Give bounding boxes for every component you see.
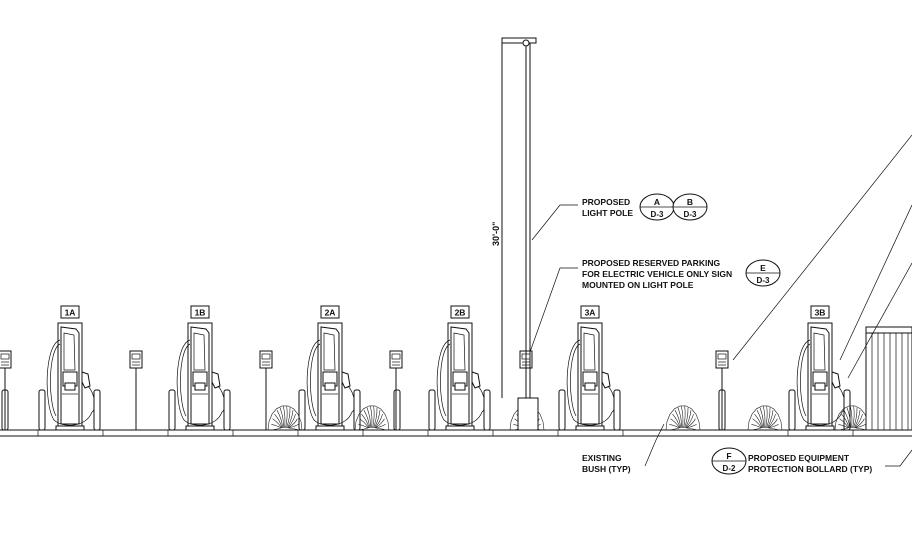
bush-callout-line-1: EXISTING — [582, 453, 622, 463]
detail-ref-b: B D-3 — [672, 193, 708, 221]
charger-1a: 1A — [46, 305, 95, 431]
bush-callout-line-2: BUSH (TYP) — [582, 464, 631, 474]
svg-text:A: A — [654, 197, 660, 207]
bollard — [168, 389, 176, 431]
ev-sign-callout-line-3: MOUNTED ON LIGHT POLE — [582, 280, 694, 290]
bollard — [428, 389, 436, 431]
charger-3b: 3B — [796, 305, 845, 431]
existing-bush — [267, 405, 303, 431]
ground-line — [0, 429, 912, 437]
charger-label: 2B — [455, 308, 466, 318]
bush-callout: EXISTING BUSH (TYP) — [582, 453, 631, 474]
existing-bush — [354, 405, 390, 431]
bollard — [38, 389, 46, 431]
charger-label: 1A — [65, 308, 76, 318]
detail-ref-e: E D-3 — [745, 259, 781, 287]
light-pole-callout-line-2: LIGHT POLE — [582, 208, 633, 218]
ev-sign — [129, 350, 143, 430]
svg-text:F: F — [726, 451, 731, 461]
ev-sign — [259, 350, 273, 430]
light-pole-callout: PROPOSED LIGHT POLE A D-3 B D-3 — [582, 193, 708, 221]
chargers-layer: 1A 1B 2A 2B 3A 3B — [46, 305, 845, 431]
ev-sign — [389, 350, 403, 430]
bollard — [558, 389, 566, 431]
bollard — [613, 389, 621, 431]
ev-sign-callout-line-2: FOR ELECTRIC VEHICLE ONLY SIGN — [582, 269, 732, 279]
bollard — [298, 389, 306, 431]
existing-bush — [747, 405, 783, 431]
bollards-layer — [1, 389, 892, 431]
bollard-callout: F D-2 PROPOSED EQUIPMENT PROTECTION BOLL… — [711, 447, 872, 475]
bollard-callout-line-2: PROTECTION BOLLARD (TYP) — [748, 464, 872, 474]
svg-text:D-3: D-3 — [651, 210, 664, 219]
charger-label: 3A — [585, 308, 596, 318]
charger-label: 1B — [195, 308, 206, 318]
charger-1b: 1B — [176, 305, 225, 431]
bollard — [788, 389, 796, 431]
charger-2b: 2B — [436, 305, 485, 431]
bollard-callout-line-1: PROPOSED EQUIPMENT — [748, 453, 850, 463]
ev-sign-callout-line-1: PROPOSED RESERVED PARKING — [582, 258, 720, 268]
equipment-enclosure — [865, 326, 912, 431]
svg-text:E: E — [760, 263, 766, 273]
ev-sign-callout: PROPOSED RESERVED PARKING FOR ELECTRIC V… — [582, 258, 781, 290]
charger-label: 2A — [325, 308, 336, 318]
svg-text:D-2: D-2 — [723, 464, 736, 473]
charger-label: 3B — [815, 308, 826, 318]
charger-3a: 3A — [566, 305, 615, 431]
svg-text:D-3: D-3 — [757, 276, 770, 285]
leader-lines — [529, 134, 912, 467]
dimension-label: 30'-0" — [491, 222, 501, 246]
detail-ref-a: A D-3 — [639, 193, 675, 221]
bollard — [93, 389, 101, 431]
bollard — [483, 389, 491, 431]
svg-text:D-3: D-3 — [684, 210, 697, 219]
bollard — [223, 389, 231, 431]
existing-bush — [834, 405, 870, 431]
light-pole-callout-line-1: PROPOSED — [582, 197, 630, 207]
ev-sign — [0, 350, 12, 430]
svg-text:B: B — [687, 197, 693, 207]
light-pole — [501, 37, 539, 431]
bollard — [353, 389, 361, 431]
charger-2a: 2A — [306, 305, 355, 431]
height-dimension: 30'-0" — [491, 40, 503, 398]
bollard — [393, 389, 401, 431]
ev-sign — [715, 350, 729, 430]
existing-bush — [665, 405, 701, 431]
detail-ref-f: F D-2 — [711, 447, 747, 475]
